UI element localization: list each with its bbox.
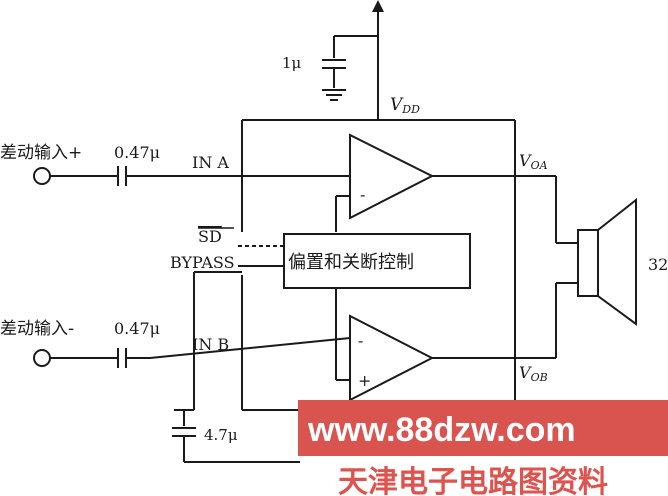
supply-rail: [322, 0, 384, 120]
input-b-path: [33, 348, 150, 368]
diff-input-minus-label: 差动输入-: [0, 319, 74, 339]
opamp-a: [150, 133, 515, 232]
speaker-32-ohm: [515, 175, 637, 359]
watermark-cn-text: 天津电子电路图资料: [338, 465, 608, 496]
input-a-path: [33, 166, 150, 186]
bypass-label: BYPASS: [170, 253, 235, 272]
opamp-b-minus: -: [358, 331, 363, 350]
supply-cap-label: 1μ: [282, 54, 302, 72]
vdd-label: VDD: [390, 95, 420, 116]
speaker-impedance-label: 32: [648, 255, 668, 274]
opamp-a-minus: -: [360, 185, 365, 204]
control-block-label: 偏置和关断控制: [288, 252, 414, 273]
in-a-label: IN A: [192, 153, 229, 172]
opamp-b-plus: +: [358, 371, 371, 390]
vob-label: VOB: [519, 363, 548, 384]
sd-label: SD: [198, 227, 222, 246]
bias-shutdown-control-block: [193, 233, 471, 410]
bypass-capacitor: [172, 409, 300, 463]
in-b-label: IN B: [192, 335, 229, 354]
input-b-cap-label: 0.47μ: [114, 319, 160, 338]
diff-input-plus-label: 差动输入+: [0, 143, 82, 163]
amplifier-chip-outline: [241, 119, 516, 411]
opamp-b: [149, 288, 515, 402]
bypass-cap-label: 4.7μ: [204, 426, 238, 444]
watermark-url: www.88dzw.com: [307, 411, 576, 449]
watermark: www.88dzw.com 天津电子电路图资料: [298, 400, 668, 496]
input-a-cap-label: 0.47μ: [114, 143, 160, 162]
watermark-banner: [298, 400, 668, 456]
voa-label: VOA: [519, 151, 548, 172]
